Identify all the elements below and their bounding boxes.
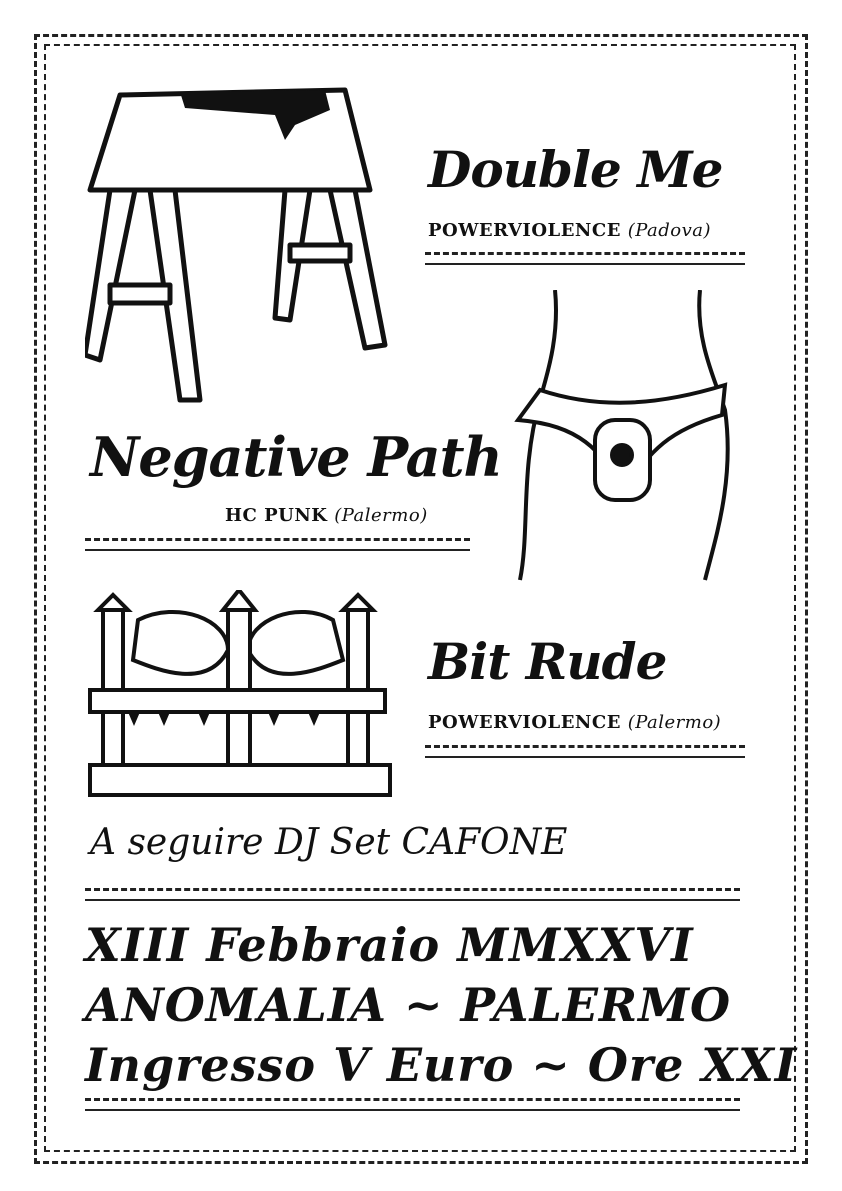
chastity-belt-icon [514,290,730,581]
city-label: (Palermo) [627,712,722,733]
divider [425,252,745,265]
event-date: XIII Febbraio MMXXVI [85,918,694,972]
pillory-icon [88,590,392,797]
event-venue: ANOMALIA ~ PALERMO [85,978,732,1032]
genre-label: POWERVIOLENCE [428,220,621,241]
dj-set: A seguire DJ Set CAFONE [90,822,568,863]
divider [85,538,470,551]
city-label: (Palermo) [334,505,428,526]
sawhorse-icon [85,87,388,403]
band-genre-3: POWERVIOLENCE (Palermo) [428,712,721,733]
band-name-1: Double Me [428,140,723,199]
event-entry: Ingresso V Euro ~ Ore XXI [85,1038,798,1092]
city-label: (Padova) [627,220,712,241]
genre-label: POWERVIOLENCE [428,712,621,733]
divider [85,888,740,901]
divider [425,745,745,758]
band-genre-2: HC PUNK (Palermo) [225,505,428,526]
outer-border [34,34,808,1164]
inner-border [44,44,796,1152]
band-name-3: Bit Rude [428,632,667,691]
divider [85,1098,740,1111]
genre-label: HC PUNK [225,505,328,526]
band-genre-1: POWERVIOLENCE (Padova) [428,220,711,241]
band-name-2: Negative Path [90,425,503,489]
